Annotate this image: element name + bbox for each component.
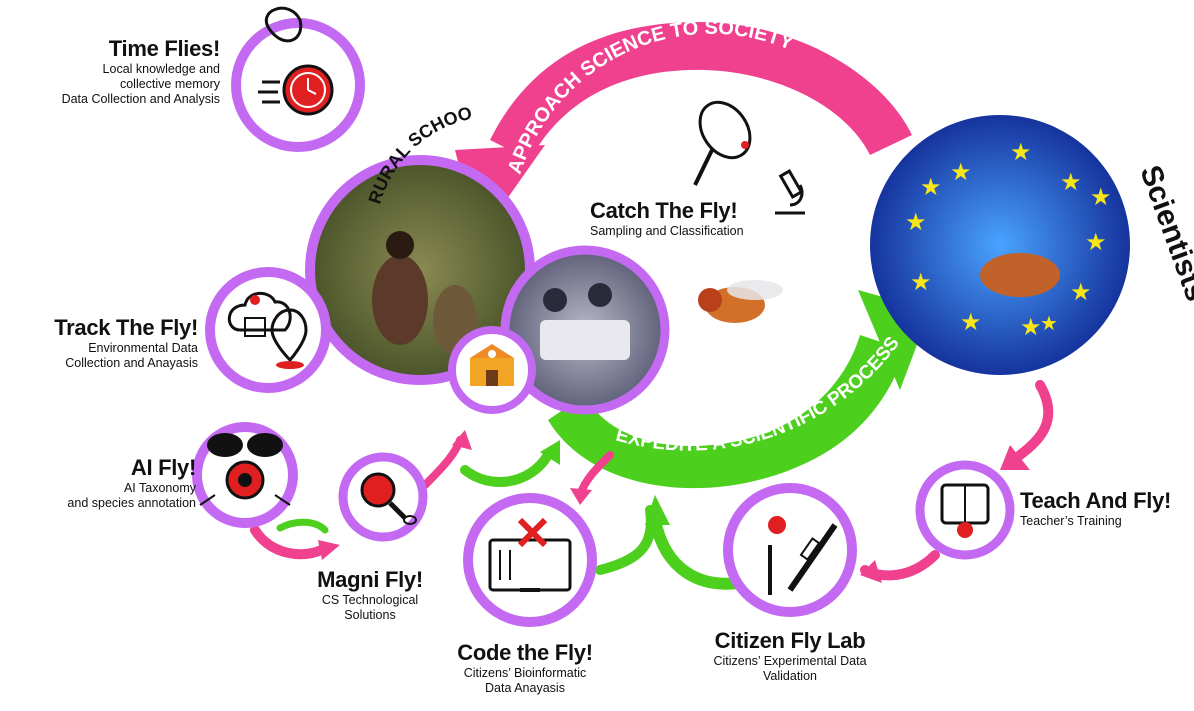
school-building-icon [448, 326, 536, 414]
eu-stars-image: ★ ★ ★ ★ ★ ★ ★ ★ ★ ★ ★ ★ Scientists [870, 115, 1194, 375]
scientists-label: Scientists [1133, 161, 1194, 305]
svg-text:★: ★ [1070, 279, 1092, 306]
citizen-fly-lab-title: Citizen Fly Lab [714, 628, 866, 653]
fruit-fly-image [698, 280, 783, 323]
citizen-fly-lab-line-1: Citizens’ Experimental Data [713, 654, 867, 669]
catch-the-fly-line-1: Sampling and Classification [590, 224, 744, 239]
ai-fly-line-1: AI Taxonomy [123, 481, 196, 496]
magni-fly-line-2: Solutions [344, 608, 396, 623]
svg-text:★: ★ [1020, 314, 1042, 341]
lab-tools-icon [723, 483, 857, 617]
svg-text:★: ★ [1085, 229, 1107, 256]
microscope-icon [775, 169, 805, 215]
citizen-fly-lab-label: Citizen Fly Lab Citizens’ Experimental D… [685, 628, 895, 684]
ai-fly-label: AI Fly! AI Taxonomy and species annotati… [20, 455, 196, 511]
magni-fly-title: Magni Fly! [317, 567, 423, 592]
stopwatch-icon [231, 6, 365, 152]
svg-text:★: ★ [1040, 313, 1058, 335]
svg-text:★: ★ [910, 269, 932, 296]
time-flies-line-1: Local knowledge and [102, 62, 220, 77]
svg-text:★: ★ [960, 309, 982, 336]
catch-the-fly-label: Catch The Fly! Sampling and Classificati… [590, 198, 800, 239]
time-flies-label: Time Flies! Local knowledge and collecti… [20, 36, 221, 107]
magni-fly-line-1: CS Technological [321, 593, 419, 608]
citizen-fly-lab-line-2: Validation [763, 669, 817, 684]
teach-and-fly-title: Teach And Fly! [1020, 488, 1172, 513]
time-flies-line-3: Data Collection and Analysis [61, 92, 220, 107]
magni-fly-label: Magni Fly! CS Technological Solutions [290, 567, 450, 623]
computer-dna-icon [463, 493, 597, 627]
track-the-fly-line-1: Environmental Data [88, 341, 198, 356]
teach-and-fly-line-1: Teacher’s Training [1020, 514, 1122, 529]
connector-arrows [250, 380, 1054, 590]
ai-fly-line-2: and species annotation [67, 496, 196, 511]
catch-the-fly-title: Catch The Fly! [590, 198, 738, 223]
svg-text:★: ★ [920, 174, 942, 201]
cloud-map-pin-icon [205, 267, 331, 393]
butterfly-net-icon [693, 100, 752, 186]
svg-text:★: ★ [1060, 169, 1082, 196]
track-the-fly-line-2: Collection and Anayasis [65, 356, 198, 371]
code-the-fly-line-2: Data Anayasis [485, 681, 565, 696]
code-the-fly-label: Code the Fly! Citizens’ Bioinformatic Da… [430, 640, 620, 696]
svg-text:★: ★ [1090, 184, 1112, 211]
teach-and-fly-label: Teach And Fly! Teacher’s Training [1020, 488, 1190, 529]
top-arc-label: APPROACH SCIENCE TO SOCIETY [504, 17, 797, 177]
svg-text:★: ★ [950, 159, 972, 186]
time-flies-title: Time Flies! [108, 36, 221, 61]
svg-text:★: ★ [905, 209, 927, 236]
code-the-fly-line-1: Citizens’ Bioinformatic [463, 666, 587, 681]
svg-text:★: ★ [1010, 139, 1032, 166]
fly-eye-icon [192, 422, 298, 528]
time-flies-line-2: collective memory [119, 77, 220, 92]
code-the-fly-title: Code the Fly! [457, 640, 593, 665]
ai-fly-title: AI Fly! [130, 455, 196, 480]
magnifier-icon [338, 452, 428, 542]
teacher-book-icon [915, 460, 1015, 560]
track-the-fly-label: Track The Fly! Environmental Data Collec… [20, 315, 198, 371]
track-the-fly-title: Track The Fly! [54, 315, 198, 340]
